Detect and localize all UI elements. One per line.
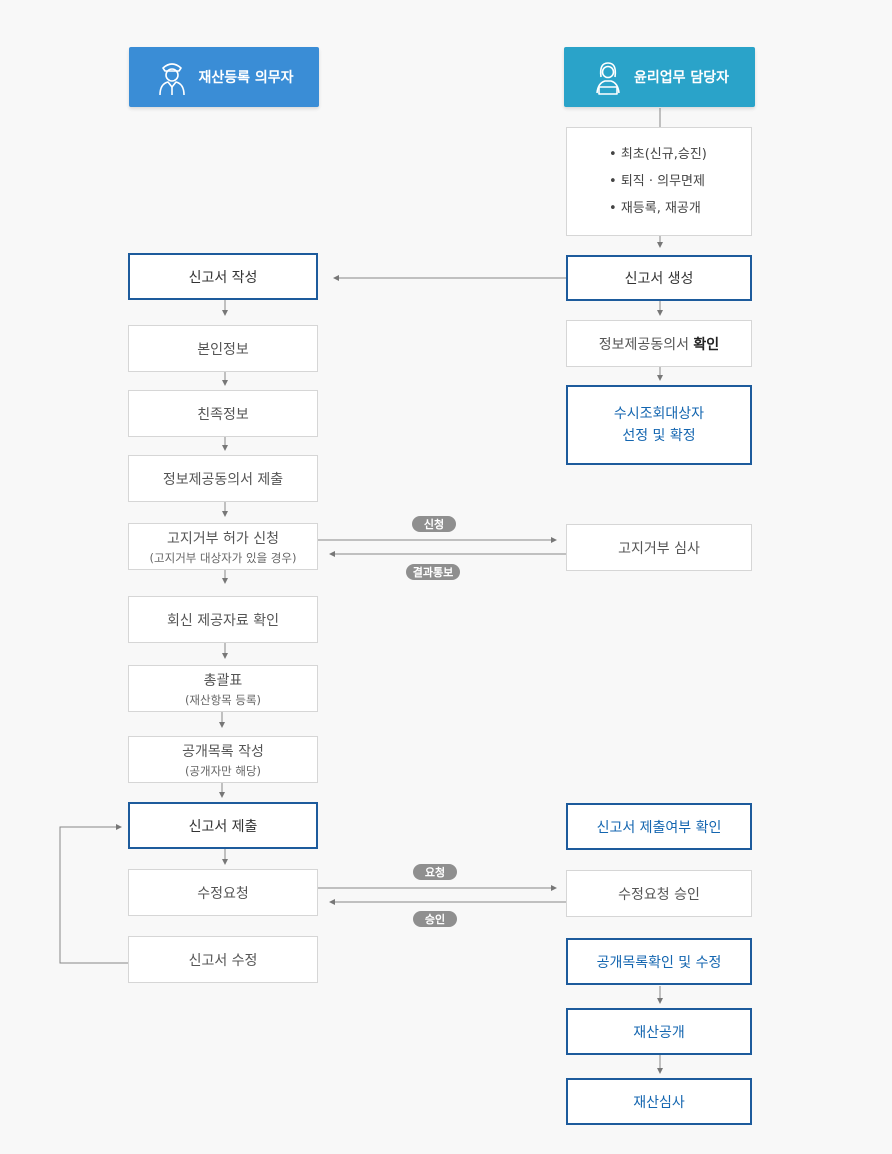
report-create-step: 신고서 생성 — [566, 255, 752, 301]
ethics-officer-header: 윤리업무 담당자 — [564, 47, 755, 107]
report-submit-step: 신고서 제출 — [128, 802, 318, 849]
report-write-step: 신고서 작성 — [128, 253, 318, 300]
refusal-request-step: 고지거부 허가 신청 (고지거부 대상자가 있을 경우) — [128, 523, 318, 570]
obligor-header-label: 재산등록 의무자 — [198, 70, 294, 86]
condition-item: 최초(신규,승진) — [609, 141, 751, 168]
revision-request-step: 수정요청 — [128, 869, 318, 916]
condition-item: 재등록, 재공개 — [609, 195, 751, 222]
asset-disclosure-step: 재산공개 — [566, 1008, 752, 1055]
staff-icon — [596, 62, 620, 95]
condition-item: 퇴직 · 의무면제 — [609, 168, 751, 195]
personal-info-step: 본인정보 — [128, 325, 318, 372]
consent-check-step: 정보제공동의서 확인 — [566, 320, 752, 367]
officer-icon — [159, 63, 186, 96]
approve-pill: 승인 — [413, 911, 457, 927]
report-revise-step: 신고서 수정 — [128, 936, 318, 983]
asset-review-step: 재산심사 — [566, 1078, 752, 1125]
trigger-conditions-box: 최초(신규,승진) 퇴직 · 의무면제 재등록, 재공개 — [566, 127, 752, 236]
summary-step: 총괄표 (재산항목 등록) — [128, 665, 318, 712]
consent-submit-step: 정보제공동의서 제출 — [128, 455, 318, 502]
refusal-review-step: 고지거부 심사 — [566, 524, 752, 571]
apply-pill: 신청 — [412, 516, 456, 532]
revision-approve-step: 수정요청 승인 — [566, 870, 752, 917]
obligor-header: 재산등록 의무자 — [129, 47, 319, 107]
relative-info-step: 친족정보 — [128, 390, 318, 437]
public-list-check-step: 공개목록확인 및 수정 — [566, 938, 752, 985]
ethics-officer-header-label: 윤리업무 담당자 — [633, 70, 730, 86]
target-select-step: 수시조회대상자 선정 및 확정 — [566, 385, 752, 465]
submit-check-step: 신고서 제출여부 확인 — [566, 803, 752, 850]
reply-check-step: 회신 제공자료 확인 — [128, 596, 318, 643]
public-list-step: 공개목록 작성 (공개자만 해당) — [128, 736, 318, 783]
request-pill: 요청 — [413, 864, 457, 880]
result-notice-pill: 결과통보 — [406, 564, 460, 580]
